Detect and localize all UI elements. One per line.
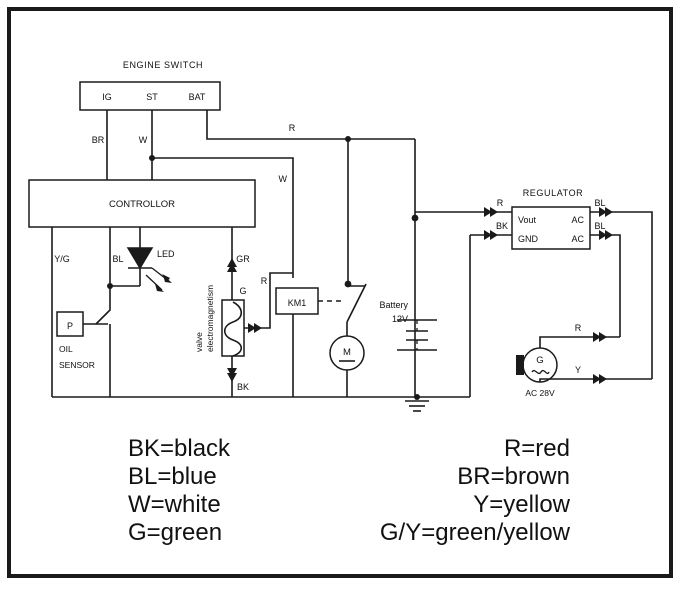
arrow-bk2-icon [227, 368, 237, 377]
engine-switch-title: ENGINE SWITCH [123, 60, 203, 70]
wire-label-r-top: R [289, 123, 296, 133]
wire-label-gr: GR [236, 254, 250, 264]
regulator-pin-ac-top: AC [571, 215, 584, 225]
arrow-solenoid-right2-icon [254, 323, 262, 333]
generator-terminal-block [516, 355, 524, 375]
arrow-bl-top2-icon [605, 207, 613, 217]
regulator-pin-gnd: GND [518, 234, 539, 244]
engine-switch-box [79, 81, 221, 111]
arrow-bk-icon [227, 373, 237, 382]
arrow-reg-in-top2-icon [490, 207, 498, 217]
arrow-solenoid-right-icon [248, 323, 256, 333]
wire-label-g: G [239, 286, 246, 296]
wire-label-yg: Y/G [54, 254, 70, 264]
battery-label: Battery [379, 300, 408, 310]
arrow-reg-in-bot-icon [484, 230, 492, 240]
battery-voltage: 12V [392, 314, 408, 324]
arrow-bl-top-icon [599, 207, 607, 217]
regulator-pin-vout: Vout [518, 215, 537, 225]
legend-left-2: W=white [128, 491, 221, 518]
arrow-gen-r2-icon [599, 332, 607, 342]
led-emission-arrows-icon [145, 267, 172, 292]
generator-symbol: G [536, 355, 543, 366]
arrow-reg-in-top-icon [484, 207, 492, 217]
wire-label-regulator-bk: BK [496, 221, 508, 231]
legend-right-0: R=red [504, 435, 570, 462]
regulator-pin-ac-bottom: AC [571, 234, 584, 244]
controller-box [28, 179, 256, 228]
legend-right-1: BR=brown [457, 463, 570, 490]
relay-km1-box [275, 287, 319, 315]
wire-label-bl-top: BL [594, 198, 605, 208]
led-label: LED [157, 249, 175, 259]
controller-label: CONTROLLOR [109, 199, 175, 210]
ground-symbol [405, 400, 429, 412]
junction-dot-regulator-feed [411, 214, 419, 222]
generator-ac-wave-icon [531, 369, 550, 375]
generator-rating: AC 28V [525, 388, 555, 398]
legend-left-1: BL=blue [128, 463, 217, 490]
arrow-bl-bot-icon [599, 230, 607, 240]
solenoid-label-line1: electromagnetism [205, 285, 215, 352]
regulator-title: REGULATOR [523, 188, 584, 198]
wire-label-r-relay: R [261, 276, 268, 286]
wire-label-gen-r: R [575, 323, 582, 333]
battery-symbol [397, 319, 437, 351]
regulator-box [511, 206, 591, 250]
solenoid-label-line2: valve [194, 332, 204, 352]
wire-label-br: BR [92, 135, 105, 145]
junction-dot-st [149, 155, 155, 161]
wire-label-w-switch: W [139, 135, 148, 145]
led-triangle-icon [126, 247, 154, 270]
junction-dot-r-branch [345, 136, 351, 142]
arrow-gen-y2-icon [599, 374, 607, 384]
oil-sensor-label-line2: SENSOR [59, 360, 95, 370]
engine-switch-terminal-st: ST [146, 92, 158, 102]
legend-left-0: BK=black [128, 435, 231, 462]
oil-sensor-label-line1: OIL [59, 344, 73, 354]
wire-label-bl-bottom: BL [594, 221, 605, 231]
wire-label-bk: BK [237, 382, 249, 392]
legend-left-3: G=green [128, 519, 222, 546]
arrow-gr-icon [227, 258, 237, 267]
solenoid-coil-icon [223, 301, 243, 357]
oil-sensor-symbol: P [67, 321, 73, 331]
wire-label-regulator-r: R [497, 198, 504, 208]
relay-km1-label: KM1 [288, 298, 307, 308]
arrow-gen-r-icon [593, 332, 601, 342]
legend-right-3: G/Y=green/yellow [380, 519, 571, 546]
arrow-bl-bot2-icon [605, 230, 613, 240]
wire-label-gen-y: Y [575, 365, 581, 375]
motor-symbol: M [343, 347, 351, 358]
arrow-reg-in-bot2-icon [490, 230, 498, 240]
arrow-gen-y-icon [593, 374, 601, 384]
engine-switch-terminal-ig: IG [102, 92, 112, 102]
wire-label-w-right: W [279, 174, 288, 184]
engine-switch-terminal-bat: BAT [189, 92, 206, 102]
arrow-gr2-icon [227, 263, 237, 272]
wire-label-bl: BL [112, 254, 123, 264]
legend-right-2: Y=yellow [473, 491, 570, 518]
